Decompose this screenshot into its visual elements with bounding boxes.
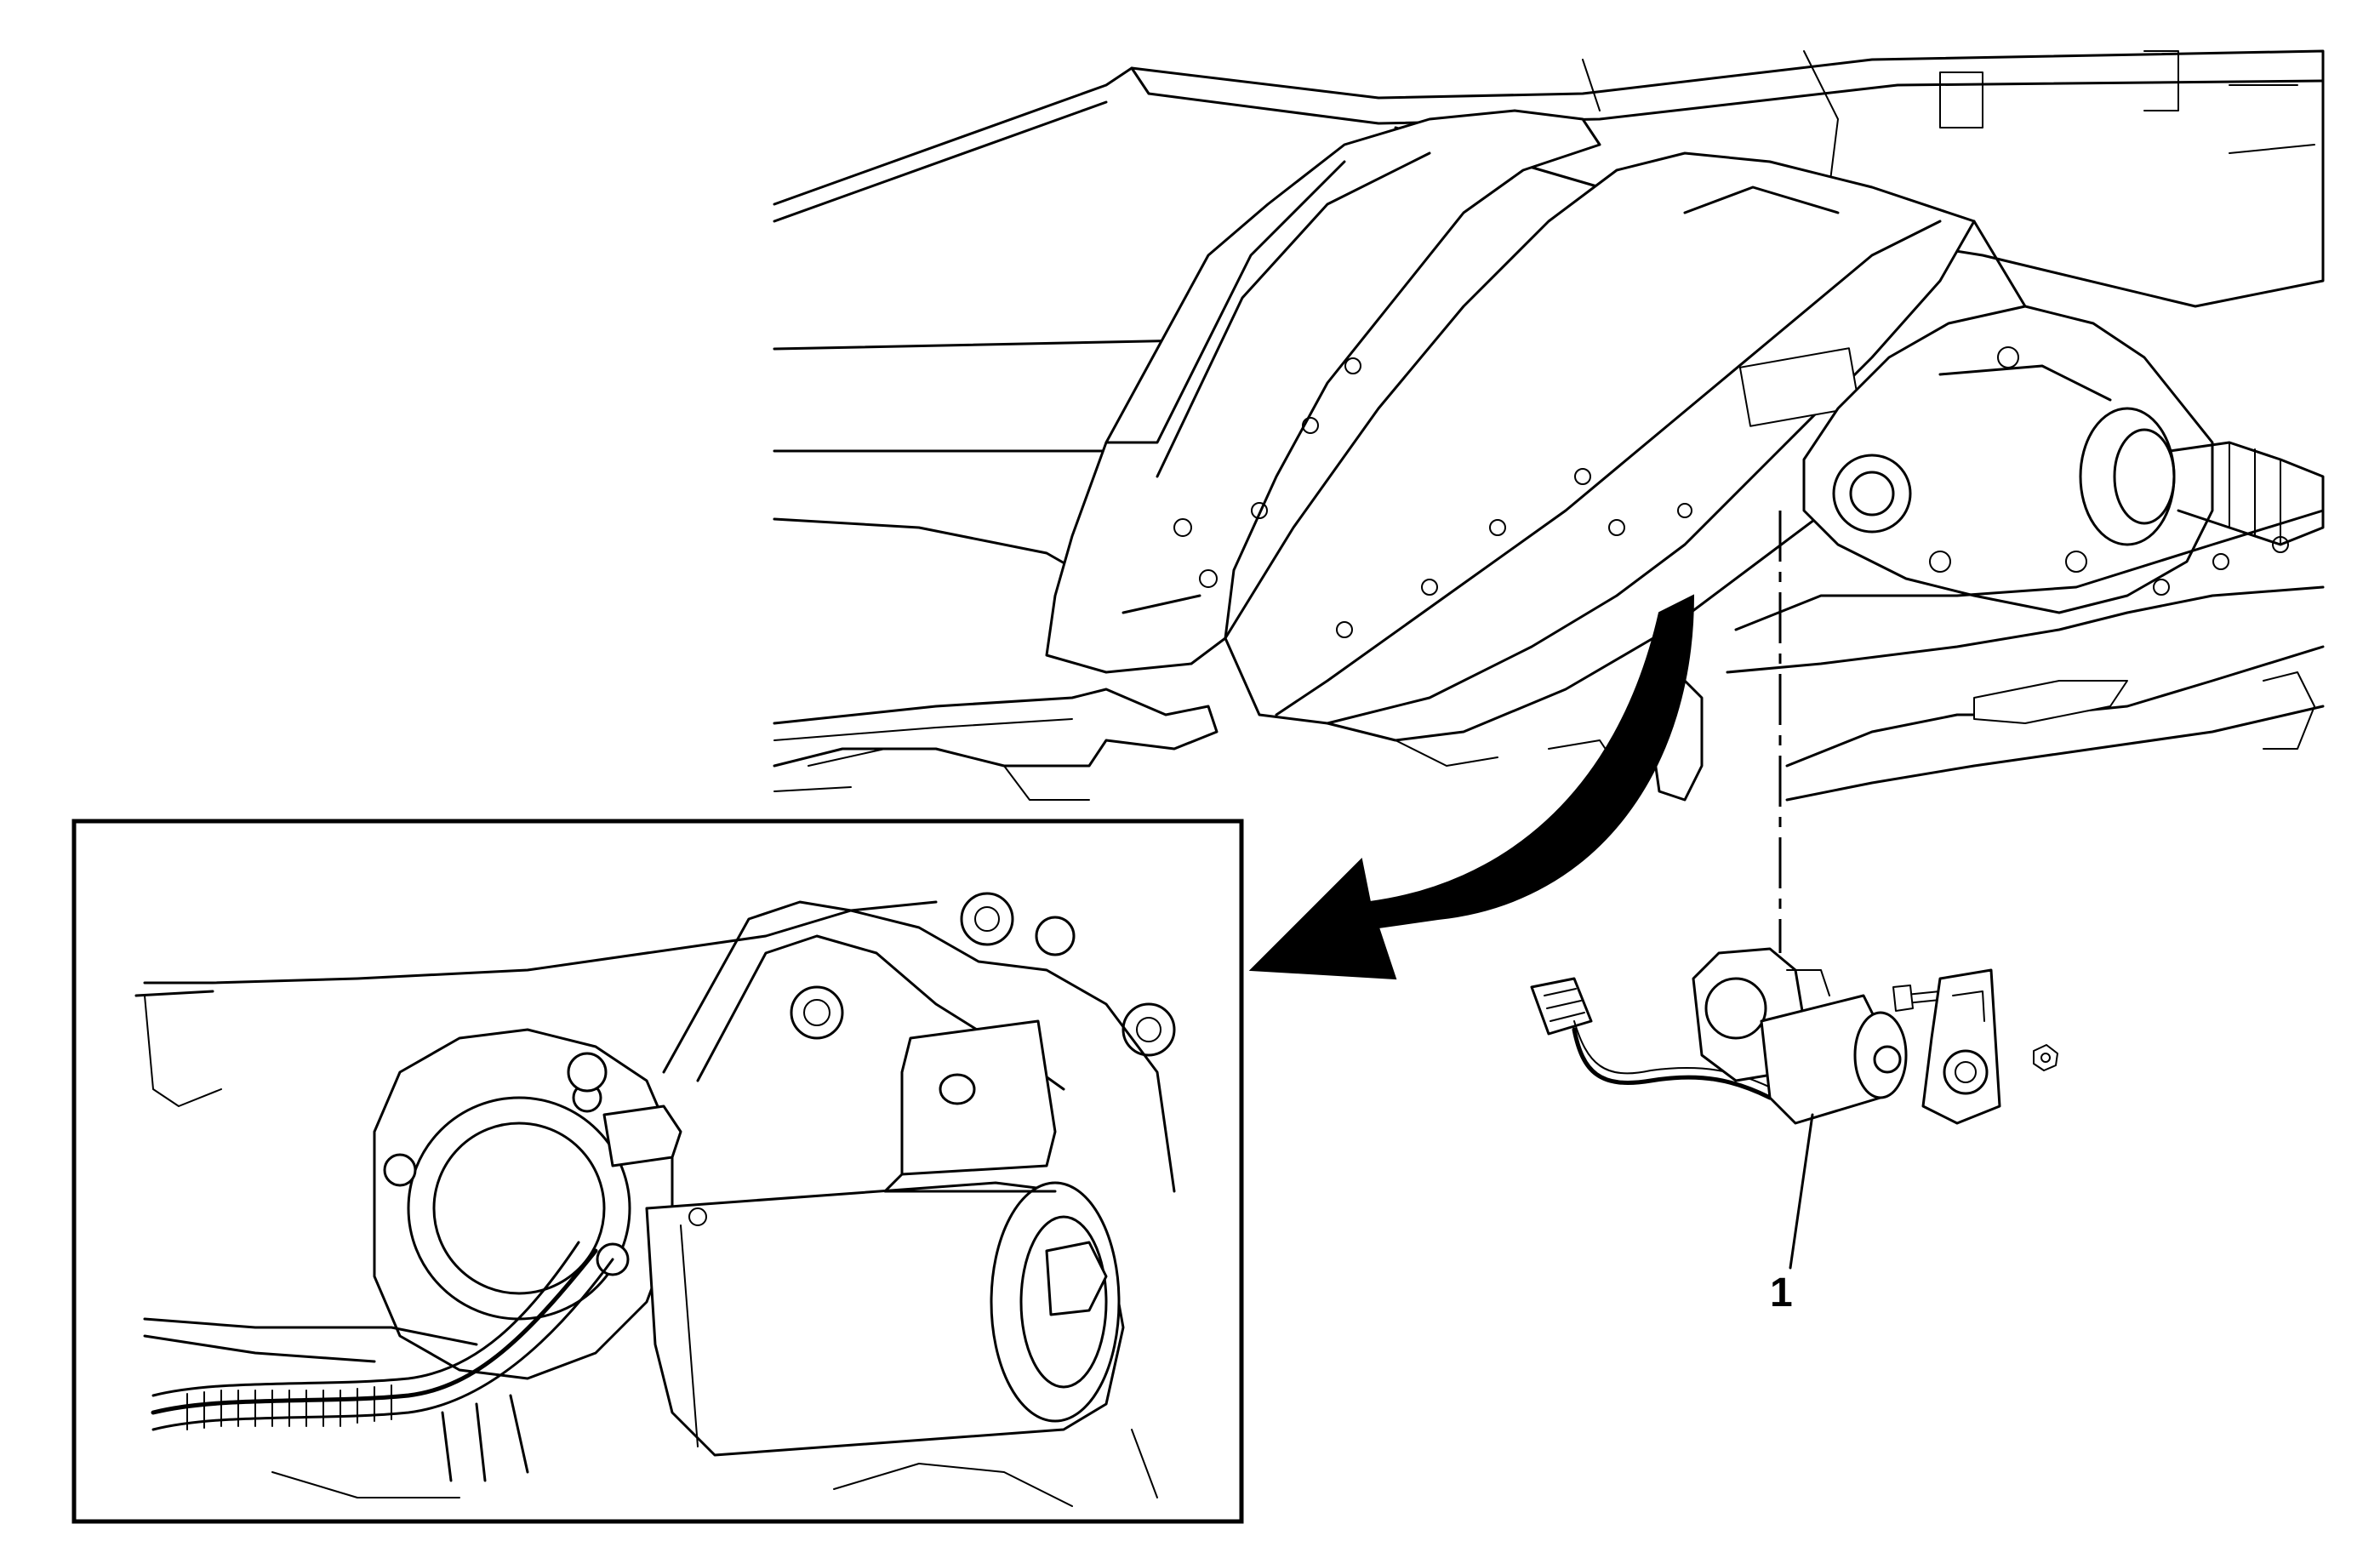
callout-1-leader xyxy=(1789,1113,1814,1270)
callout-1-label: 1 xyxy=(1770,1270,1793,1316)
actuator-motor-exploded xyxy=(1530,947,2058,1125)
direction-arrow xyxy=(1248,594,1695,980)
vehicle-underbody xyxy=(773,49,2325,802)
detail-inset xyxy=(71,819,1244,1524)
